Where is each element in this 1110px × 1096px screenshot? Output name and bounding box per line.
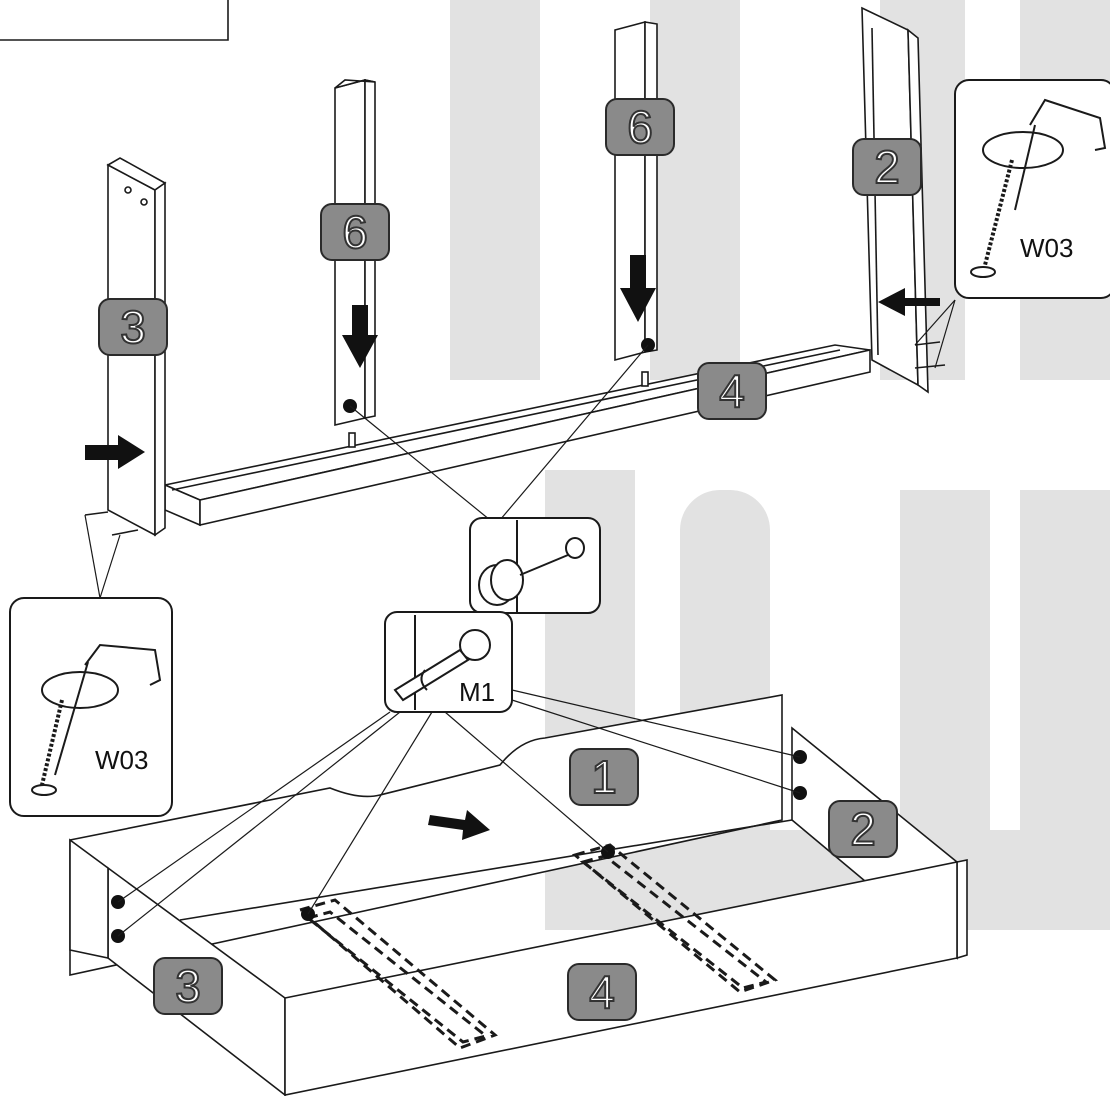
part-badge-bottom-front-panel: 4 bbox=[567, 963, 637, 1021]
slat-left bbox=[296, 898, 498, 1050]
watermark-stroke-8 bbox=[900, 490, 990, 830]
part-badge-top-right-panel: 2 bbox=[852, 138, 922, 196]
watermark-stroke-2 bbox=[650, 0, 740, 380]
screw-label-left: W03 bbox=[95, 745, 149, 775]
watermark-stroke-9 bbox=[1020, 490, 1110, 830]
part-badge-top-left-panel: 3 bbox=[98, 298, 168, 356]
base-rail-side bbox=[199, 349, 871, 527]
part-badge-top-center-panel: 6 bbox=[320, 203, 390, 261]
part-badge-bottom-right-panel: 2 bbox=[828, 800, 898, 858]
part-badge-top-right-center-panel: 6 bbox=[605, 98, 675, 156]
arrow-down-icon bbox=[620, 255, 656, 322]
slat-right bbox=[571, 843, 779, 994]
part-badge-bottom-back-panel: 1 bbox=[569, 748, 639, 806]
frame-corner bbox=[0, 0, 229, 41]
callout-w03-right bbox=[954, 79, 1110, 299]
screw-label-right: W03 bbox=[1020, 233, 1074, 263]
screwdriver-icon bbox=[393, 615, 491, 710]
part-badge-top-base-rail: 4 bbox=[697, 362, 767, 420]
allen-key-icon bbox=[31, 643, 162, 796]
arrow-left-icon bbox=[878, 288, 940, 316]
allen-key-icon bbox=[970, 98, 1107, 278]
arrow-down-icon bbox=[342, 305, 378, 368]
arrow-right-icon bbox=[85, 435, 145, 469]
arrow-right-icon bbox=[428, 810, 490, 840]
watermark-stroke-1 bbox=[450, 0, 540, 380]
cam-lock-icon bbox=[478, 520, 585, 612]
part-badge-bottom-left-panel: 3 bbox=[153, 957, 223, 1015]
panel-3-edge bbox=[154, 181, 166, 537]
cam-label: M1 bbox=[459, 677, 496, 707]
